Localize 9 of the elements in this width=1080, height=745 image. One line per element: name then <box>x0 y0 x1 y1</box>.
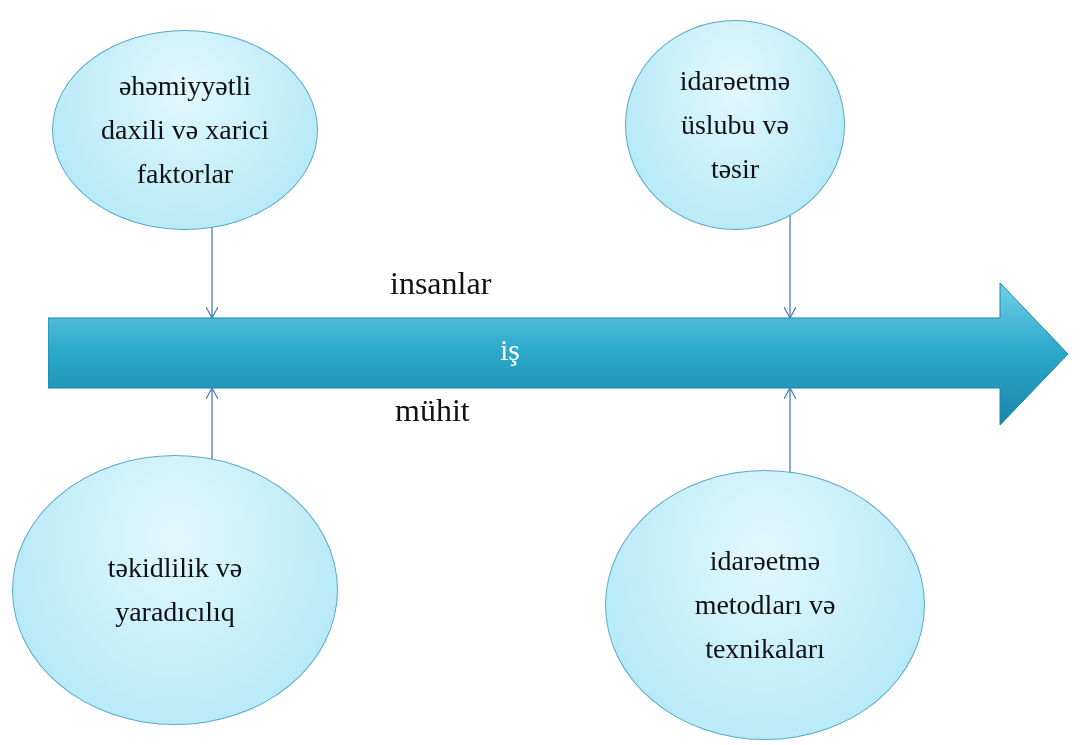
node-text: idarəetmə metodları və texnikaları <box>693 544 837 666</box>
text-label: mühit <box>395 392 470 429</box>
node-text: idarəetmə üslubu və təsir <box>678 64 792 186</box>
arrow <box>783 213 797 319</box>
arrow-label: iş <box>500 333 520 367</box>
text-label: insanlar <box>390 265 492 302</box>
node-text: əhəmiyyətli daxili və xarici faktorlar <box>100 69 270 191</box>
arrow <box>205 225 219 319</box>
node-text: təkidlilik və yaradıcılıq <box>106 551 244 629</box>
